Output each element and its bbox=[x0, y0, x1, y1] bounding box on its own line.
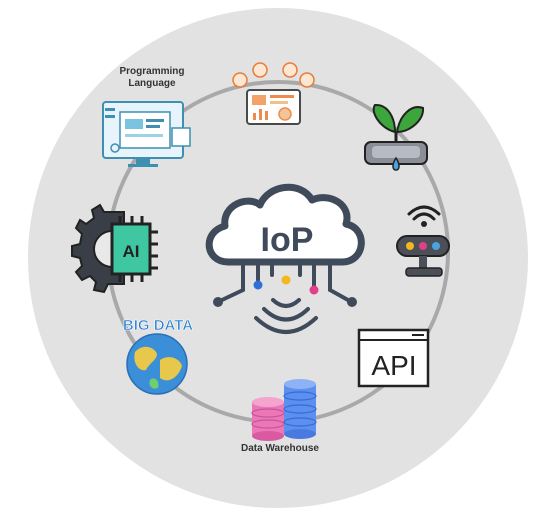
cloud-connectors bbox=[220, 260, 350, 302]
programming-language-label: Programming Language bbox=[119, 66, 185, 89]
plant-sensor-icon bbox=[364, 103, 428, 171]
database-icon bbox=[251, 379, 317, 441]
wifi-sensor-icon bbox=[396, 205, 450, 277]
center-label: IoP bbox=[261, 221, 314, 259]
cloud-icon bbox=[205, 183, 365, 334]
data-warehouse-label: Data Warehouse bbox=[241, 443, 319, 454]
ai-chip-icon: AI bbox=[71, 203, 158, 294]
big-data-globe-icon: BIG DATA bbox=[123, 317, 194, 395]
big-data-label: BIG DATA bbox=[123, 317, 193, 334]
collaboration-dashboard-icon bbox=[232, 62, 315, 125]
signal-arcs bbox=[254, 298, 318, 334]
api-label: API bbox=[371, 350, 416, 381]
programming-monitor-icon bbox=[102, 101, 191, 167]
ai-label: AI bbox=[123, 242, 140, 261]
api-window-icon: API bbox=[357, 328, 430, 388]
